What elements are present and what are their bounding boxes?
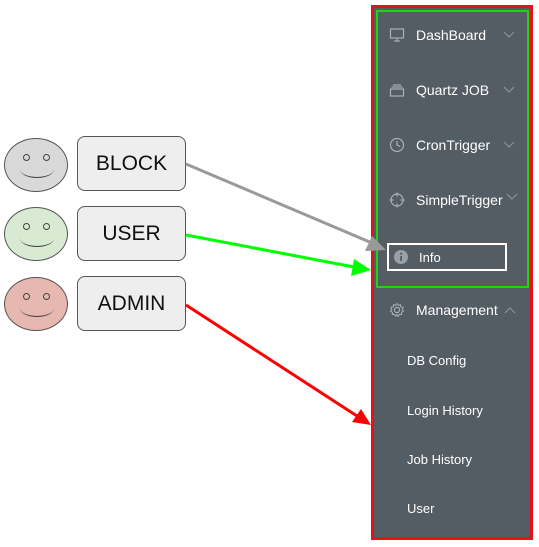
chevron-down-icon bbox=[503, 86, 515, 93]
chevron-down-icon bbox=[506, 193, 518, 200]
block-arrowhead bbox=[365, 236, 386, 251]
role-user-box: USER bbox=[77, 206, 186, 261]
monitor-icon bbox=[388, 26, 406, 44]
submenu-login-history[interactable]: Login History bbox=[407, 403, 483, 418]
menu-item-crontrigger[interactable]: CronTrigger bbox=[388, 133, 490, 157]
role-admin-box: ADMIN bbox=[77, 276, 186, 331]
stack-icon bbox=[388, 81, 406, 99]
role-block-box: BLOCK bbox=[77, 136, 186, 191]
user-face-icon bbox=[4, 207, 68, 261]
menu-item-management[interactable]: Management bbox=[388, 298, 498, 322]
chevron-down-icon bbox=[503, 31, 515, 38]
admin-arrow bbox=[185, 303, 358, 418]
menu-item-simpletrigger[interactable]: SimpleTrigger bbox=[388, 188, 503, 212]
chevron-down-icon bbox=[503, 141, 515, 148]
submenu-job-history[interactable]: Job History bbox=[407, 452, 473, 467]
menu-item-label: Management bbox=[416, 302, 498, 318]
menu-item-label: DashBoard bbox=[416, 27, 487, 43]
menu-item-dashboard[interactable]: DashBoard bbox=[388, 23, 486, 47]
admin-arrowhead bbox=[352, 409, 371, 425]
crosshair-icon bbox=[388, 191, 406, 209]
user-arrowhead bbox=[351, 259, 371, 276]
menu-item-label: SimpleTrigger bbox=[416, 192, 503, 208]
admin-face-icon bbox=[4, 277, 68, 331]
menu-item-label: Info bbox=[419, 249, 441, 265]
menu-item-info[interactable]: Info bbox=[387, 243, 507, 271]
sidebar-menu bbox=[371, 5, 533, 540]
info-icon bbox=[393, 249, 409, 265]
menu-item-quartz-job[interactable]: Quartz JOB bbox=[388, 78, 489, 102]
menu-item-label: Quartz JOB bbox=[416, 82, 490, 98]
gear-icon bbox=[388, 301, 406, 319]
clock-icon bbox=[388, 136, 406, 154]
user-arrow bbox=[185, 233, 355, 269]
submenu-user[interactable]: User bbox=[407, 501, 435, 516]
chevron-up-icon bbox=[504, 307, 516, 314]
block-arrow bbox=[185, 162, 373, 245]
submenu-db-config[interactable]: DB Config bbox=[407, 353, 467, 368]
block-face-icon bbox=[4, 138, 68, 192]
menu-item-label: CronTrigger bbox=[416, 137, 491, 153]
